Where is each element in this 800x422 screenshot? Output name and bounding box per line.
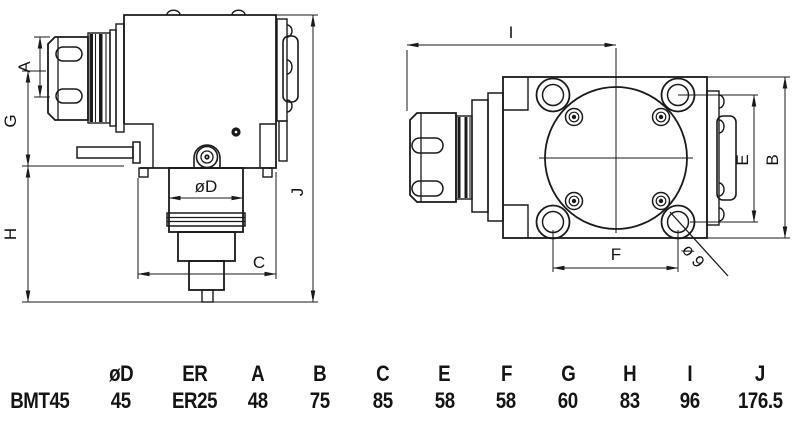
col-header-G: G bbox=[560, 360, 576, 386]
row-model: BMT45 bbox=[10, 387, 70, 413]
side-view-dimensions bbox=[22, 14, 318, 303]
value-F: 58 bbox=[496, 387, 516, 413]
label-d9: ø 9 bbox=[678, 240, 708, 271]
side-view-labels: A G H J øD C bbox=[1, 61, 307, 272]
top-setscrew-bump bbox=[231, 9, 246, 16]
label-B: B bbox=[763, 154, 782, 165]
screw-holes bbox=[564, 107, 671, 211]
er-nut-slot bbox=[55, 46, 83, 62]
body-step-left bbox=[124, 123, 154, 168]
clamp-screw-dot bbox=[206, 156, 208, 158]
label-H: H bbox=[1, 228, 20, 240]
label-E: E bbox=[733, 154, 752, 165]
value-H: 83 bbox=[619, 387, 640, 413]
label-J: J bbox=[288, 188, 307, 197]
body-outline bbox=[123, 14, 277, 169]
col-header-ER: ER bbox=[182, 360, 208, 386]
label-G: G bbox=[1, 114, 20, 127]
label-A: A bbox=[15, 61, 34, 73]
clamp-screw-inner bbox=[200, 150, 214, 164]
top-setscrew-bump bbox=[166, 9, 181, 16]
front-view: I E B F ø 9 bbox=[406, 23, 790, 277]
er-collet-chuck bbox=[47, 23, 125, 133]
locating-foot bbox=[262, 167, 273, 178]
dimension-table: øD ER A B C E F G H I J BMT45 45 ER25 48… bbox=[0, 360, 800, 414]
value-I: 96 bbox=[680, 387, 700, 413]
body-step-right bbox=[259, 123, 276, 168]
side-view: A G H J øD C bbox=[1, 9, 318, 303]
er-nut-slot bbox=[411, 137, 444, 154]
col-header-I: I bbox=[687, 360, 693, 386]
label-F: F bbox=[611, 245, 621, 264]
front-view-dimensions bbox=[406, 42, 790, 277]
value-A: 48 bbox=[248, 387, 268, 413]
label-oD: øD bbox=[195, 177, 218, 196]
label-C: C bbox=[253, 253, 265, 272]
technical-drawing: A G H J øD C bbox=[1, 9, 790, 303]
value-J: 176.5 bbox=[737, 387, 783, 413]
leader-d9 bbox=[669, 211, 729, 277]
er-nut-outline bbox=[409, 112, 457, 203]
col-header-J: J bbox=[755, 360, 765, 386]
er-nut-outline bbox=[47, 36, 89, 121]
value-B: 75 bbox=[310, 387, 330, 413]
col-header-B: B bbox=[313, 360, 327, 386]
front-view-labels: I E B F ø 9 bbox=[509, 23, 782, 271]
label-I: I bbox=[509, 23, 514, 42]
table-corner-cell bbox=[0, 360, 80, 387]
value-G: 60 bbox=[558, 387, 578, 413]
er-nut-slot bbox=[55, 88, 83, 104]
spindle-circle bbox=[544, 86, 688, 230]
clamp-boss bbox=[193, 144, 221, 168]
col-header-H: H bbox=[622, 360, 637, 386]
bmt-key-flange-front bbox=[706, 90, 737, 226]
col-header-E: E bbox=[438, 360, 451, 386]
grease-nipple-dot bbox=[234, 130, 238, 134]
value-ER: ER25 bbox=[172, 387, 218, 413]
col-header-F: F bbox=[500, 360, 512, 386]
er-nut-slot bbox=[411, 180, 444, 197]
value-E: 58 bbox=[434, 387, 455, 413]
value-C: 85 bbox=[373, 387, 393, 413]
value-oD: 45 bbox=[111, 387, 131, 413]
col-header-A: A bbox=[251, 360, 265, 386]
coolant-pipe bbox=[76, 141, 141, 164]
er-collet-chuck-front bbox=[409, 92, 504, 222]
col-header-C: C bbox=[376, 360, 390, 386]
locating-foot bbox=[138, 167, 149, 178]
col-header-oD: øD bbox=[108, 360, 134, 386]
bmt-key-flange bbox=[276, 18, 299, 162]
